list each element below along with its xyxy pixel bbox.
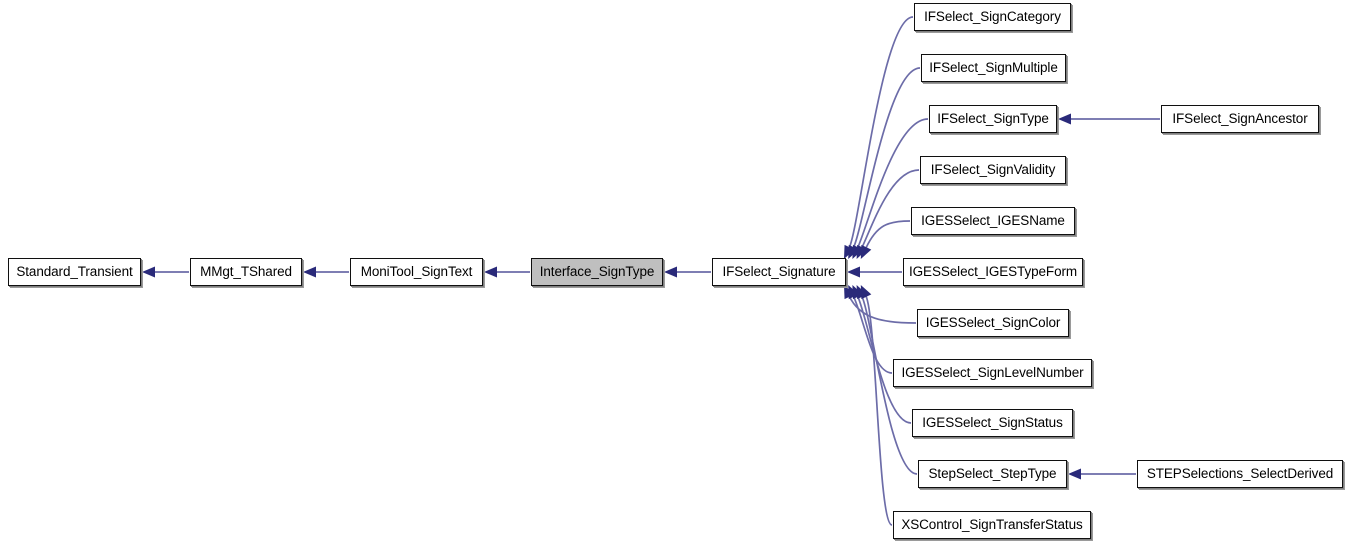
class-node-monitool_signtext[interactable]: MoniTool_SignText <box>350 258 483 286</box>
class-node-igesselect_signlevelnumber[interactable]: IGESSelect_SignLevelNumber <box>893 359 1092 387</box>
class-node-label: Interface_SignType <box>539 264 655 280</box>
edge-igesselect_signlevelnumber-to-ifselect_signature-arrowhead <box>848 285 859 300</box>
edge-ifselect_signtype-to-ifselect_signature-arrowhead <box>852 244 863 259</box>
edge-igesselect_signlevelnumber-to-ifselect_signature <box>852 295 893 374</box>
class-node-label: IGESSelect_SignLevelNumber <box>901 365 1084 381</box>
class-node-stepselections_selectderived[interactable]: STEPSelections_SelectDerived <box>1137 460 1343 488</box>
edge-ifselect_signcategory-to-ifselect_signature-arrowhead <box>844 244 855 259</box>
edge-stepselections_selectderived-to-stepselect_steptype-arrowhead <box>1068 468 1081 480</box>
class-node-label: IFSelect_SignValidity <box>930 162 1056 178</box>
class-node-label: IGESSelect_IGESName <box>921 213 1065 229</box>
class-node-label: IGESSelect_SignStatus <box>922 415 1063 431</box>
edge-xscontrol_signtransferstatus-to-ifselect_signature-arrowhead <box>860 285 872 300</box>
edge-monitool_signtext-to-mmgt_tshared-arrowhead <box>303 266 316 278</box>
class-node-label: IFSelect_SignMultiple <box>929 60 1058 76</box>
edge-ifselect_signmultiple-to-ifselect_signature <box>852 67 921 249</box>
class-node-ifselect_signtype[interactable]: IFSelect_SignType <box>929 105 1057 133</box>
class-node-ifselect_signature[interactable]: IFSelect_Signature <box>712 258 846 286</box>
class-node-label: STEPSelections_SelectDerived <box>1146 466 1334 482</box>
class-node-igesselect_igesname[interactable]: IGESSelect_IGESName <box>911 207 1075 235</box>
class-node-interface_signtype: Interface_SignType <box>531 258 663 286</box>
class-node-ifselect_signancestor[interactable]: IFSelect_SignAncestor <box>1161 105 1319 133</box>
class-node-stepselect_steptype[interactable]: StepSelect_StepType <box>918 460 1067 488</box>
class-node-mmgt_tshared[interactable]: MMgt_TShared <box>190 258 302 286</box>
edge-interface_signtype-to-monitool_signtext-arrowhead <box>484 266 497 278</box>
edge-mmgt_tshared-to-standard_transient-arrowhead <box>142 266 155 278</box>
class-node-label: IFSelect_SignType <box>937 111 1049 127</box>
class-node-label: StepSelect_StepType <box>928 466 1057 482</box>
class-node-label: Standard_Transient <box>16 264 133 280</box>
class-node-label: IFSelect_SignCategory <box>924 9 1061 25</box>
edge-igesselect_signcolor-to-ifselect_signature-arrowhead <box>844 285 855 300</box>
class-node-label: MoniTool_SignText <box>360 264 473 280</box>
edge-stepselect_steptype-to-ifselect_signature-arrowhead <box>856 285 868 300</box>
class-node-label: IFSelect_Signature <box>722 264 836 280</box>
edge-ifselect_signmultiple-to-ifselect_signature-arrowhead <box>848 244 859 259</box>
class-node-igesselect_signcolor[interactable]: IGESSelect_SignColor <box>917 309 1069 337</box>
class-node-label: IGESSelect_IGESTypeForm <box>909 264 1078 280</box>
class-node-label: XSControl_SignTransferStatus <box>901 517 1083 533</box>
class-node-ifselect_signcategory[interactable]: IFSelect_SignCategory <box>914 3 1071 31</box>
class-node-standard_transient[interactable]: Standard_Transient <box>8 258 141 286</box>
edge-igesselect_igestypeform-to-ifselect_signature-arrowhead <box>847 266 860 278</box>
edge-ifselect_signvalidity-to-ifselect_signature-arrowhead <box>856 244 868 259</box>
class-node-label: MMgt_TShared <box>200 264 292 280</box>
class-node-igesselect_igestypeform[interactable]: IGESSelect_IGESTypeForm <box>903 258 1083 286</box>
edge-ifselect_signancestor-to-ifselect_signtype-arrowhead <box>1058 113 1071 125</box>
class-node-igesselect_signstatus[interactable]: IGESSelect_SignStatus <box>912 409 1073 437</box>
edge-ifselect_signcategory-to-ifselect_signature <box>848 16 914 249</box>
edge-xscontrol_signtransferstatus-to-ifselect_signature <box>865 295 893 526</box>
class-node-ifselect_signvalidity[interactable]: IFSelect_SignValidity <box>920 156 1066 184</box>
class-node-xscontrol_signtransferstatus[interactable]: XSControl_SignTransferStatus <box>893 511 1091 539</box>
edge-igesselect_signstatus-to-ifselect_signature-arrowhead <box>852 285 863 300</box>
edge-ifselect_signature-to-interface_signtype-arrowhead <box>664 266 677 278</box>
class-node-label: IFSelect_SignAncestor <box>1172 111 1308 127</box>
edge-igesselect_igesname-to-ifselect_signature <box>865 220 911 249</box>
edge-igesselect_signcolor-to-ifselect_signature <box>848 295 917 324</box>
class-node-label: IGESSelect_SignColor <box>925 315 1061 331</box>
class-node-ifselect_signmultiple[interactable]: IFSelect_SignMultiple <box>921 54 1066 82</box>
edge-igesselect_igesname-to-ifselect_signature-arrowhead <box>860 244 872 259</box>
